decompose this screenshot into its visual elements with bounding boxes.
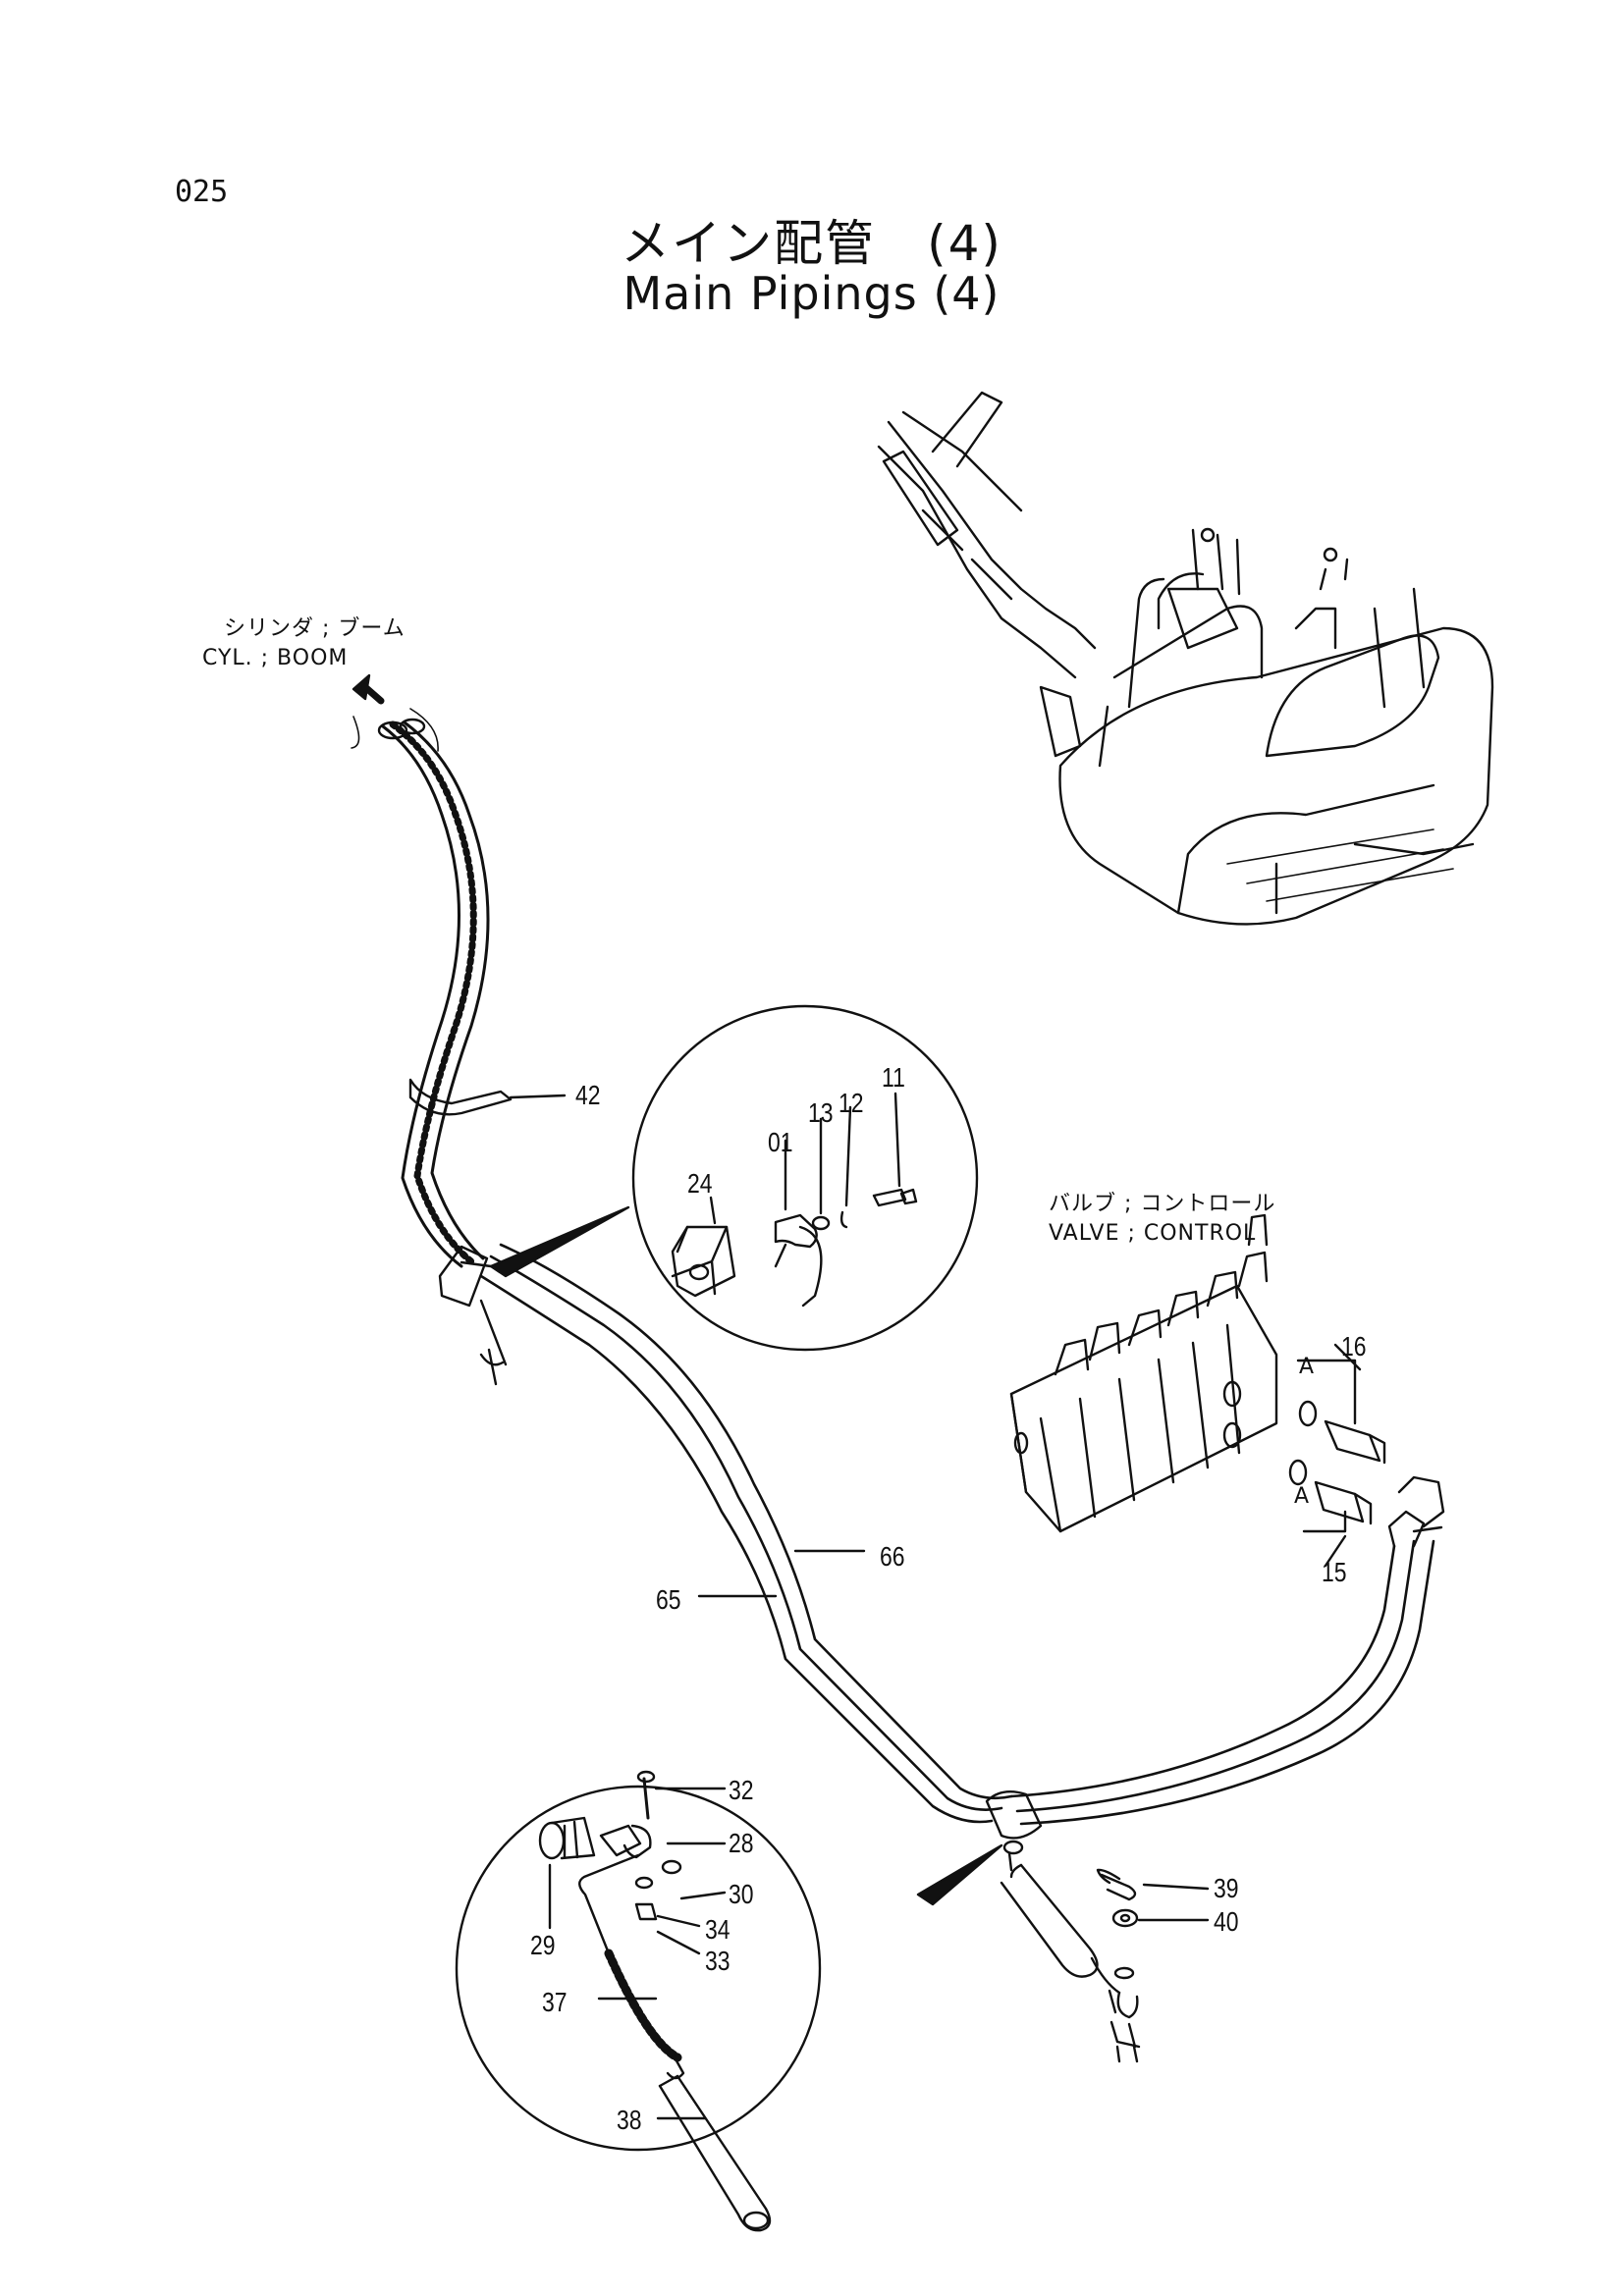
title-english: Main Pipings (4): [622, 267, 1001, 320]
main-pipes: [479, 1243, 1445, 1826]
page-number: 025: [175, 175, 229, 209]
part-number-29: 29: [530, 1930, 556, 1960]
port-a-bottom: A: [1294, 1484, 1311, 1509]
part-number-30: 30: [729, 1879, 754, 1909]
hose-fitting: [438, 1245, 508, 1386]
cylinder-label-en: CYL. ; BOOM: [202, 646, 349, 670]
part-number-39: 39: [1214, 1873, 1239, 1903]
pin-and-washer: [1096, 1868, 1210, 1928]
part-number-37: 37: [542, 1987, 568, 2017]
title-japanese: メイン配管 (4): [621, 215, 1002, 272]
cylinder-label-jp: シリンダ ; ブーム: [224, 616, 406, 641]
part-number-24: 24: [687, 1168, 713, 1199]
part-number-40: 40: [1214, 1906, 1239, 1937]
part-number-28: 28: [729, 1828, 754, 1858]
part-number-11: 11: [882, 1062, 905, 1093]
excavator-overview: [877, 391, 1494, 926]
part-number-38: 38: [617, 2105, 642, 2135]
part-number-15: 15: [1322, 1557, 1347, 1587]
valve-fittings: [1288, 1343, 1386, 1568]
detail-circle-upper: [489, 1004, 979, 1352]
detail-circle-lower: [455, 1770, 1003, 2232]
part-number-66: 66: [880, 1541, 905, 1572]
corrugated-hose: [377, 718, 490, 1268]
hose-clamp: [408, 1078, 567, 1116]
lever-rod: [1000, 1863, 1141, 2063]
part-number-65: 65: [656, 1584, 681, 1615]
valve-label-en: VALVE ; CONTROL: [1049, 1221, 1257, 1246]
boom-direction-arrow: [351, 673, 439, 752]
valve-label-jp: バルブ ; コントロール: [1049, 1192, 1276, 1216]
part-number-42: 42: [575, 1080, 601, 1110]
part-number-01: 01: [768, 1127, 793, 1157]
part-number-34: 34: [705, 1914, 730, 1945]
part-number-33: 33: [705, 1946, 730, 1976]
control-valve: [1009, 1213, 1278, 1533]
pipe-junction-clamp: [985, 1790, 1043, 1872]
part-number-32: 32: [729, 1775, 754, 1805]
